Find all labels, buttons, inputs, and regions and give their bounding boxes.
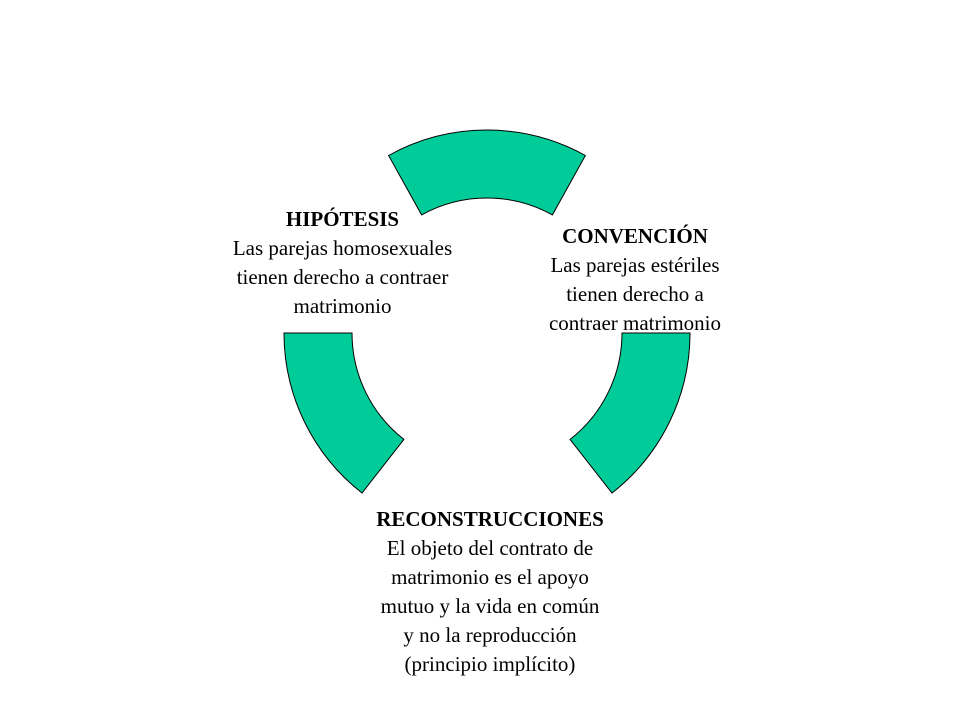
node-convencion-text: Las parejas estériles tienen derecho a c… bbox=[548, 253, 722, 335]
node-reconstrucciones-text: El objeto del contrato de matrimonio es … bbox=[380, 536, 600, 676]
node-hipotesis-title: HIPÓTESIS bbox=[285, 207, 400, 231]
cycle-segment-left bbox=[283, 332, 405, 494]
node-hipotesis-text: Las parejas homosexuales tienen derecho … bbox=[232, 236, 453, 318]
node-reconstrucciones-title: RECONSTRUCCIONES bbox=[376, 507, 604, 531]
node-hipotesis: HIPÓTESIS Las parejas homosexuales tiene… bbox=[200, 205, 485, 321]
cycle-segment-top bbox=[387, 129, 587, 216]
node-reconstrucciones: RECONSTRUCCIONES El objeto del contrato … bbox=[330, 505, 650, 679]
node-convencion-title: CONVENCIÓN bbox=[562, 224, 708, 248]
cycle-segment-right bbox=[569, 332, 691, 494]
node-convencion: CONVENCIÓN Las parejas estériles tienen … bbox=[505, 222, 765, 338]
